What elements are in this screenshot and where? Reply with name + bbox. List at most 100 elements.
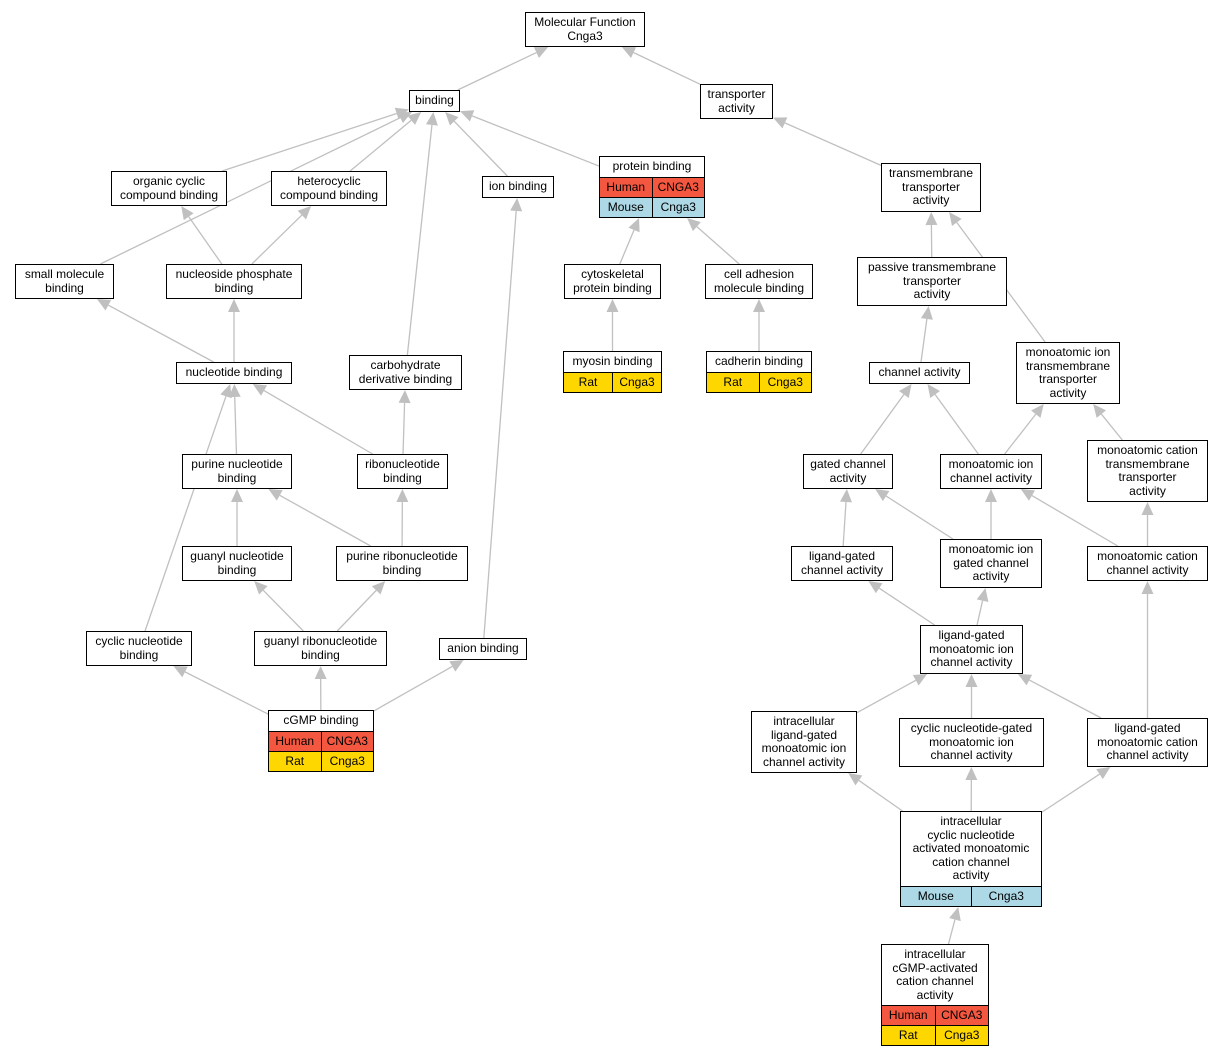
edge-arrowhead	[228, 299, 240, 312]
edge-line	[406, 124, 433, 356]
node-nucleotide-binding[interactable]: nucleotide binding	[176, 362, 292, 384]
node-label: monoatomic ion channel activity	[948, 457, 1034, 485]
node-cytoskeletal-protein-binding[interactable]: cytoskeletal protein binding	[564, 264, 661, 299]
node-label: carbohydrate derivative binding	[358, 358, 453, 386]
node-organic-cyclic-compound-binding[interactable]: organic cyclic compound binding	[111, 171, 227, 206]
node-label: monoatomic cation channel activity	[1097, 549, 1198, 577]
edge-arrowhead	[606, 299, 619, 312]
node-label: Molecular Function Cnga3	[534, 15, 636, 43]
node-label: cGMP binding	[283, 713, 359, 727]
edge-line	[920, 318, 928, 363]
node-transmembrane-transporter-activity[interactable]: transmembrane transporter activity	[881, 163, 981, 212]
node-guanyl-nucleotide-binding[interactable]: guanyl nucleotide binding	[182, 546, 292, 581]
node-channel-activity[interactable]: channel activity	[869, 362, 970, 384]
edge-arrowhead	[398, 390, 411, 404]
node-cell-adhesion-molecule-binding[interactable]: cell adhesion molecule binding	[705, 264, 813, 299]
node-ligand-gated-monoatomic-ion-channel-activity[interactable]: ligand-gated monoatomic ion channel acti…	[920, 625, 1023, 674]
edge-line	[336, 589, 377, 632]
edge-line	[279, 494, 371, 547]
edge-arrowhead	[396, 489, 409, 503]
node-ribonucleotide-binding[interactable]: ribonucleotide binding	[357, 454, 448, 489]
edge-arrowhead	[510, 198, 523, 212]
node-label: ribonucleotide binding	[365, 457, 440, 485]
node-monoatomic-ion-gated-channel-activity[interactable]: monoatomic ion gated channel activity	[940, 539, 1042, 588]
node-monoatomic-cation-channel-activity[interactable]: monoatomic cation channel activity	[1087, 546, 1208, 581]
edge-line	[619, 229, 635, 265]
node-cyclic-nucleotide-gated-monoatomic-ion-channel-activity[interactable]: cyclic nucleotide-gated monoatomic ion c…	[899, 718, 1044, 767]
edge-line	[234, 396, 238, 455]
node-label: monoatomic ion transmembrane transporter…	[1025, 345, 1111, 400]
node-ligand-gated-channel-activity[interactable]: ligand-gated channel activity	[791, 546, 893, 581]
node-monoatomic-cation-transmembrane-transporter-activity[interactable]: monoatomic cation transmembrane transpor…	[1087, 440, 1208, 502]
edge-arrowhead	[96, 299, 112, 311]
edge-arrowhead	[753, 299, 765, 312]
node-binding[interactable]: binding	[409, 90, 460, 112]
edge-arrowhead	[875, 489, 890, 502]
edge-line	[633, 51, 701, 85]
node-label: cell adhesion molecule binding	[713, 267, 805, 295]
node-heterocyclic-compound-binding[interactable]: heterocyclic compound binding	[271, 171, 387, 206]
edge-arrowhead	[965, 767, 978, 781]
node-label: intracellular cGMP-activated cation chan…	[892, 947, 978, 1002]
edge-line	[402, 402, 406, 455]
edge-arrowhead	[927, 384, 940, 399]
node-ion-binding[interactable]: ion binding	[482, 176, 554, 198]
edge-arrowhead	[1093, 404, 1106, 418]
node-label: ligand-gated monoatomic cation channel a…	[1097, 721, 1198, 762]
edge-line	[934, 394, 979, 455]
edge-arrowhead	[1020, 489, 1036, 501]
edge-arrowhead	[314, 666, 327, 680]
node-guanyl-ribonucleotide-binding[interactable]: guanyl ribonucleotide binding	[254, 631, 387, 666]
node-intracellular-cgmp-activated-cation-channel-activity[interactable]: intracellular cGMP-activated cation chan…	[881, 944, 989, 1046]
node-intracellular-cyclic-nucleotide-activated-monoatomic-cation-channel-activity[interactable]: intracellular cyclic nucleotide activate…	[900, 811, 1042, 907]
node-monoatomic-ion-channel-activity[interactable]: monoatomic ion channel activity	[940, 454, 1042, 489]
edge-arrowhead	[173, 666, 188, 678]
edge-arrowhead	[920, 306, 933, 320]
node-cyclic-nucleotide-binding[interactable]: cyclic nucleotide binding	[86, 631, 192, 666]
edge-arrowhead	[621, 47, 637, 58]
edge-line	[108, 304, 214, 363]
node-ligand-gated-monoatomic-cation-channel-activity[interactable]: ligand-gated monoatomic cation channel a…	[1087, 718, 1208, 767]
node-label: cyclic nucleotide-gated monoatomic ion c…	[910, 721, 1033, 762]
gene-label: Cnga3	[320, 751, 373, 771]
node-passive-transmembrane-transporter-activity[interactable]: passive transmembrane transporter activi…	[857, 257, 1007, 306]
edge-line	[184, 671, 269, 715]
node-purine-nucleotide-binding[interactable]: purine nucleotide binding	[182, 454, 292, 489]
edge-arrowhead	[407, 112, 422, 125]
node-transporter-activity[interactable]: transporter activity	[700, 84, 773, 119]
edge-line	[483, 210, 517, 639]
node-label: binding	[415, 93, 454, 107]
node-label: myosin binding	[572, 354, 653, 368]
edge-arrowhead	[268, 489, 283, 501]
edge-line	[251, 214, 303, 265]
edge-arrowhead	[425, 112, 438, 126]
node-intracellular-ligand-gated-monoatomic-ion-channel-activity[interactable]: intracellular ligand-gated monoatomic io…	[751, 711, 857, 773]
edge-arrowhead	[220, 384, 232, 399]
node-monoatomic-ion-transmembrane-transporter-activity[interactable]: monoatomic ion transmembrane transporter…	[1016, 342, 1120, 404]
edge-line	[100, 117, 401, 265]
edge-arrowhead	[925, 212, 938, 226]
edge-arrowhead	[868, 581, 883, 594]
node-label: intracellular cyclic nucleotide activate…	[912, 814, 1030, 882]
edge-line	[858, 779, 903, 812]
node-carbohydrate-derivative-binding[interactable]: carbohydrate derivative binding	[349, 355, 462, 390]
node-molecular-function[interactable]: Molecular Function Cnga3	[525, 12, 645, 47]
species-label: Human	[882, 1006, 935, 1025]
gene-label: Cnga3	[651, 197, 704, 217]
edge-arrowhead	[397, 112, 412, 124]
node-nucleoside-phosphate-binding[interactable]: nucleoside phosphate binding	[166, 264, 302, 299]
node-anion-binding[interactable]: anion binding	[439, 638, 527, 660]
node-label: small molecule binding	[24, 267, 105, 295]
node-purine-ribonucleotide-binding[interactable]: purine ribonucleotide binding	[336, 546, 468, 581]
edge-arrowhead	[848, 773, 863, 786]
node-gated-channel-activity[interactable]: gated channel activity	[803, 454, 893, 489]
node-small-molecule-binding[interactable]: small molecule binding	[15, 264, 114, 299]
